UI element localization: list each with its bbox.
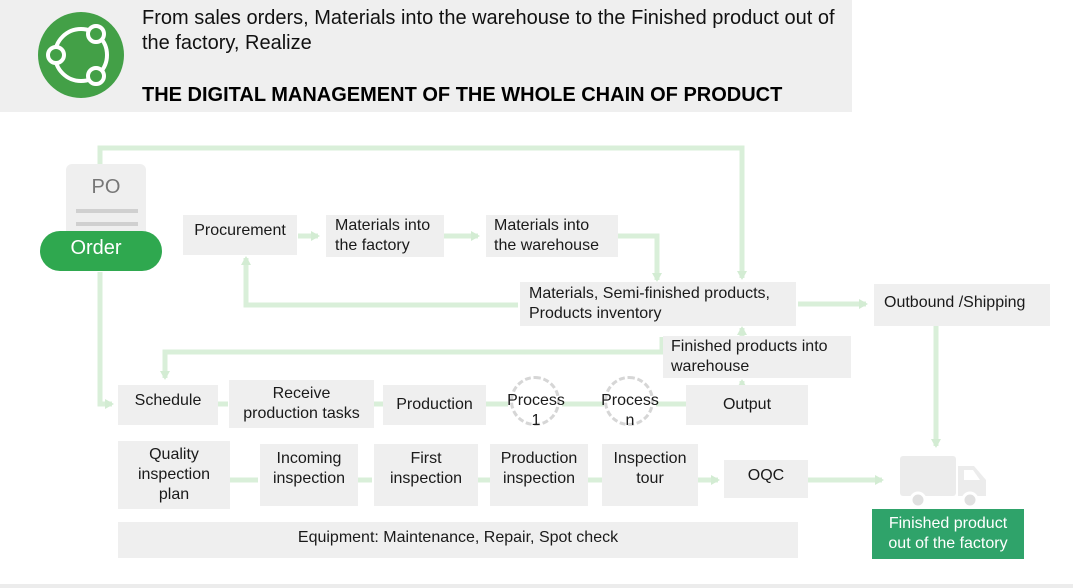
procurement-box: Procurement <box>183 215 297 255</box>
production-box: Production <box>383 385 486 425</box>
process-1-label: Process 1 <box>507 392 565 429</box>
order-pill <box>40 231 162 271</box>
header-banner <box>0 0 852 112</box>
finished-into-warehouse-box: Finished products into warehouse <box>663 336 851 378</box>
po-label: PO <box>91 176 121 198</box>
bottom-divider <box>0 584 1073 588</box>
finished-product-box: Finished product out of the factory <box>872 509 1024 559</box>
po-line <box>76 209 138 213</box>
order-label: Order <box>70 237 122 259</box>
share-nodes-icon <box>38 12 124 98</box>
outbound-box: Outbound /Shipping <box>874 284 1050 326</box>
inspection-tour-box: Inspection tour <box>602 444 698 506</box>
equipment-box: Equipment: Maintenance, Repair, Spot che… <box>118 522 798 558</box>
quality-plan-box: Quality inspection plan <box>118 441 230 509</box>
materials-factory-box: Materials into the factory <box>326 215 444 257</box>
inventory-box: Materials, Semi-finished products, Produ… <box>520 282 796 326</box>
receive-tasks-box: Receive production tasks <box>229 380 374 428</box>
process-n-label: Process n <box>601 392 659 429</box>
first-inspection-box: First inspection <box>374 444 478 506</box>
header-title: THE DIGITAL MANAGEMENT OF THE WHOLE CHAI… <box>142 84 783 106</box>
oqc-box: OQC <box>724 460 808 498</box>
header-subtitle: From sales orders, Materials into the wa… <box>142 7 835 54</box>
po-line <box>76 222 138 226</box>
process-1-circle <box>510 376 560 426</box>
output-box: Output <box>686 385 808 425</box>
production-inspection-box: Production inspection <box>490 444 588 506</box>
truck-icon <box>898 452 988 513</box>
materials-warehouse-box: Materials into the warehouse <box>486 215 618 257</box>
schedule-box: Schedule <box>118 385 218 425</box>
incoming-inspection-box: Incoming inspection <box>260 444 358 506</box>
process-n-circle <box>604 376 654 426</box>
